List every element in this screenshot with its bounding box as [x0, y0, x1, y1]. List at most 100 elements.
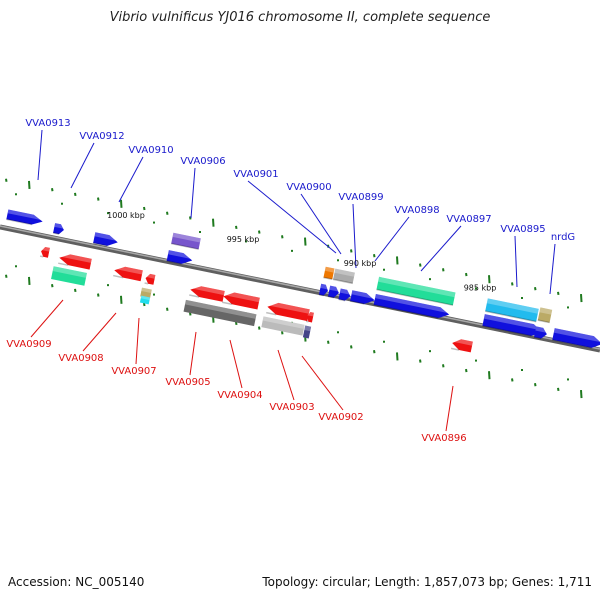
gene-label-vva0901: VVA0901 [233, 169, 278, 180]
gene-vva0902-feature [261, 316, 305, 336]
tick-mark [373, 254, 376, 258]
tick-mark [189, 216, 192, 220]
gene-label-vva0900: VVA0900 [286, 182, 331, 193]
tick-mark [120, 199, 123, 208]
leader-line [514, 235, 518, 288]
tick-mark [580, 390, 583, 399]
gene-yellow-feature [140, 287, 152, 299]
tick-mark [419, 263, 422, 267]
tick-mark [166, 211, 169, 215]
leader-line [37, 129, 43, 181]
backbone-line [0, 224, 600, 353]
tick-mark [281, 235, 284, 239]
leader-line [30, 299, 64, 338]
gene-label-vva0896: VVA0896 [421, 433, 466, 444]
scale-label: 985 kbp [464, 283, 497, 292]
gene-vva0903-feature [266, 302, 310, 322]
gene-label-vva0910: VVA0910 [128, 145, 173, 156]
gene-label-vva0912: VVA0912 [79, 131, 124, 142]
tick-mark [442, 364, 445, 368]
gene-vva0898-feature [376, 276, 456, 306]
tick-mark [166, 307, 169, 311]
label-leaders [30, 129, 556, 432]
gene-label-vva0903: VVA0903 [269, 402, 314, 413]
tick-mark [511, 378, 514, 382]
tick-mark [5, 178, 8, 182]
gene-label-nrdg: nrdG [551, 232, 575, 243]
gene-cyan-feature [139, 295, 151, 305]
gene-label-vva0899: VVA0899 [338, 192, 383, 203]
leader-line [549, 243, 556, 295]
gene-label-vva0904: VVA0904 [217, 390, 262, 401]
scale-label: 995 kbp [227, 235, 260, 244]
leader-line [445, 385, 454, 432]
gene-label-vva0909: VVA0909 [6, 339, 51, 350]
tick-mark [143, 206, 146, 211]
tick-mark [465, 368, 468, 373]
gene-vva0900-feature [318, 283, 329, 297]
leader-line [420, 225, 462, 272]
gene-vva0904b-feature [183, 299, 257, 327]
tick-mark [143, 302, 146, 307]
tick-mark [281, 331, 284, 335]
gene-labels: VVA0913VVA0912VVA0910VVA0906VVA0901VVA09… [6, 118, 575, 444]
gene-label-vva0905: VVA0905 [165, 377, 210, 388]
gene-vva0912-feature [52, 223, 65, 235]
tick-mark [258, 326, 261, 330]
tick-mark [465, 272, 468, 277]
leader-line [374, 216, 410, 262]
tick-mark [557, 291, 560, 296]
gene-vva0913-feature [6, 209, 43, 226]
tick-mark [212, 218, 215, 227]
gene-label-vva0897: VVA0897 [446, 214, 491, 225]
gene-label-vva0902: VVA0902 [318, 412, 363, 423]
gene-vva0897-feature [373, 293, 450, 319]
gene-vva0907-feature [113, 266, 143, 282]
map-title: Vibrio vulnificus YJ016 chromosome II, c… [109, 10, 491, 25]
tick-mark [511, 282, 514, 286]
gene-vva0895b-feature [482, 314, 543, 337]
gene-vva0908b-feature [51, 266, 87, 286]
gene-vva0907b-feature [144, 273, 156, 285]
gene-label-vva0898: VVA0898 [394, 205, 439, 216]
leader-line [229, 339, 243, 389]
tick-mark [373, 350, 376, 354]
tick-mark [28, 180, 31, 190]
tick-mark [350, 345, 353, 349]
gene-vva0900c-feature [338, 288, 351, 302]
tick-mark [396, 256, 399, 265]
gene-label-vva0907: VVA0907 [111, 366, 156, 377]
tick-mark [5, 274, 8, 278]
leader-line [189, 331, 197, 376]
tick-mark [327, 340, 330, 344]
tick-mark [74, 192, 77, 197]
gene-vva0899-feature [349, 290, 376, 305]
tick-mark [28, 276, 31, 286]
gene-vva0901-feature [332, 268, 355, 285]
gene-label-vva0906: VVA0906 [180, 156, 225, 167]
gene-label-vva0913: VVA0913 [25, 118, 70, 129]
tick-mark [74, 288, 77, 293]
tick-mark [534, 383, 537, 387]
tick-mark [258, 230, 261, 234]
leader-line [190, 167, 196, 219]
leader-line [70, 142, 95, 189]
leader-line [301, 355, 344, 411]
gene-nrdg-feature [537, 307, 553, 324]
gene-vva0894-feature [533, 326, 548, 340]
tick-mark [419, 359, 422, 363]
gene-vva0906b-feature [166, 250, 193, 265]
gene-vva0905-feature [189, 286, 225, 302]
leader-line [82, 312, 117, 352]
gene-vva0903b-feature [305, 311, 314, 323]
tick-mark [350, 249, 353, 253]
tick-mark [580, 294, 583, 303]
leader-line [352, 203, 357, 269]
leader-line [247, 180, 337, 254]
gene-vva0909-feature [39, 246, 50, 258]
gene-label-vva0908: VVA0908 [58, 353, 103, 364]
tick-mark [557, 387, 560, 392]
leader-line [135, 317, 140, 365]
